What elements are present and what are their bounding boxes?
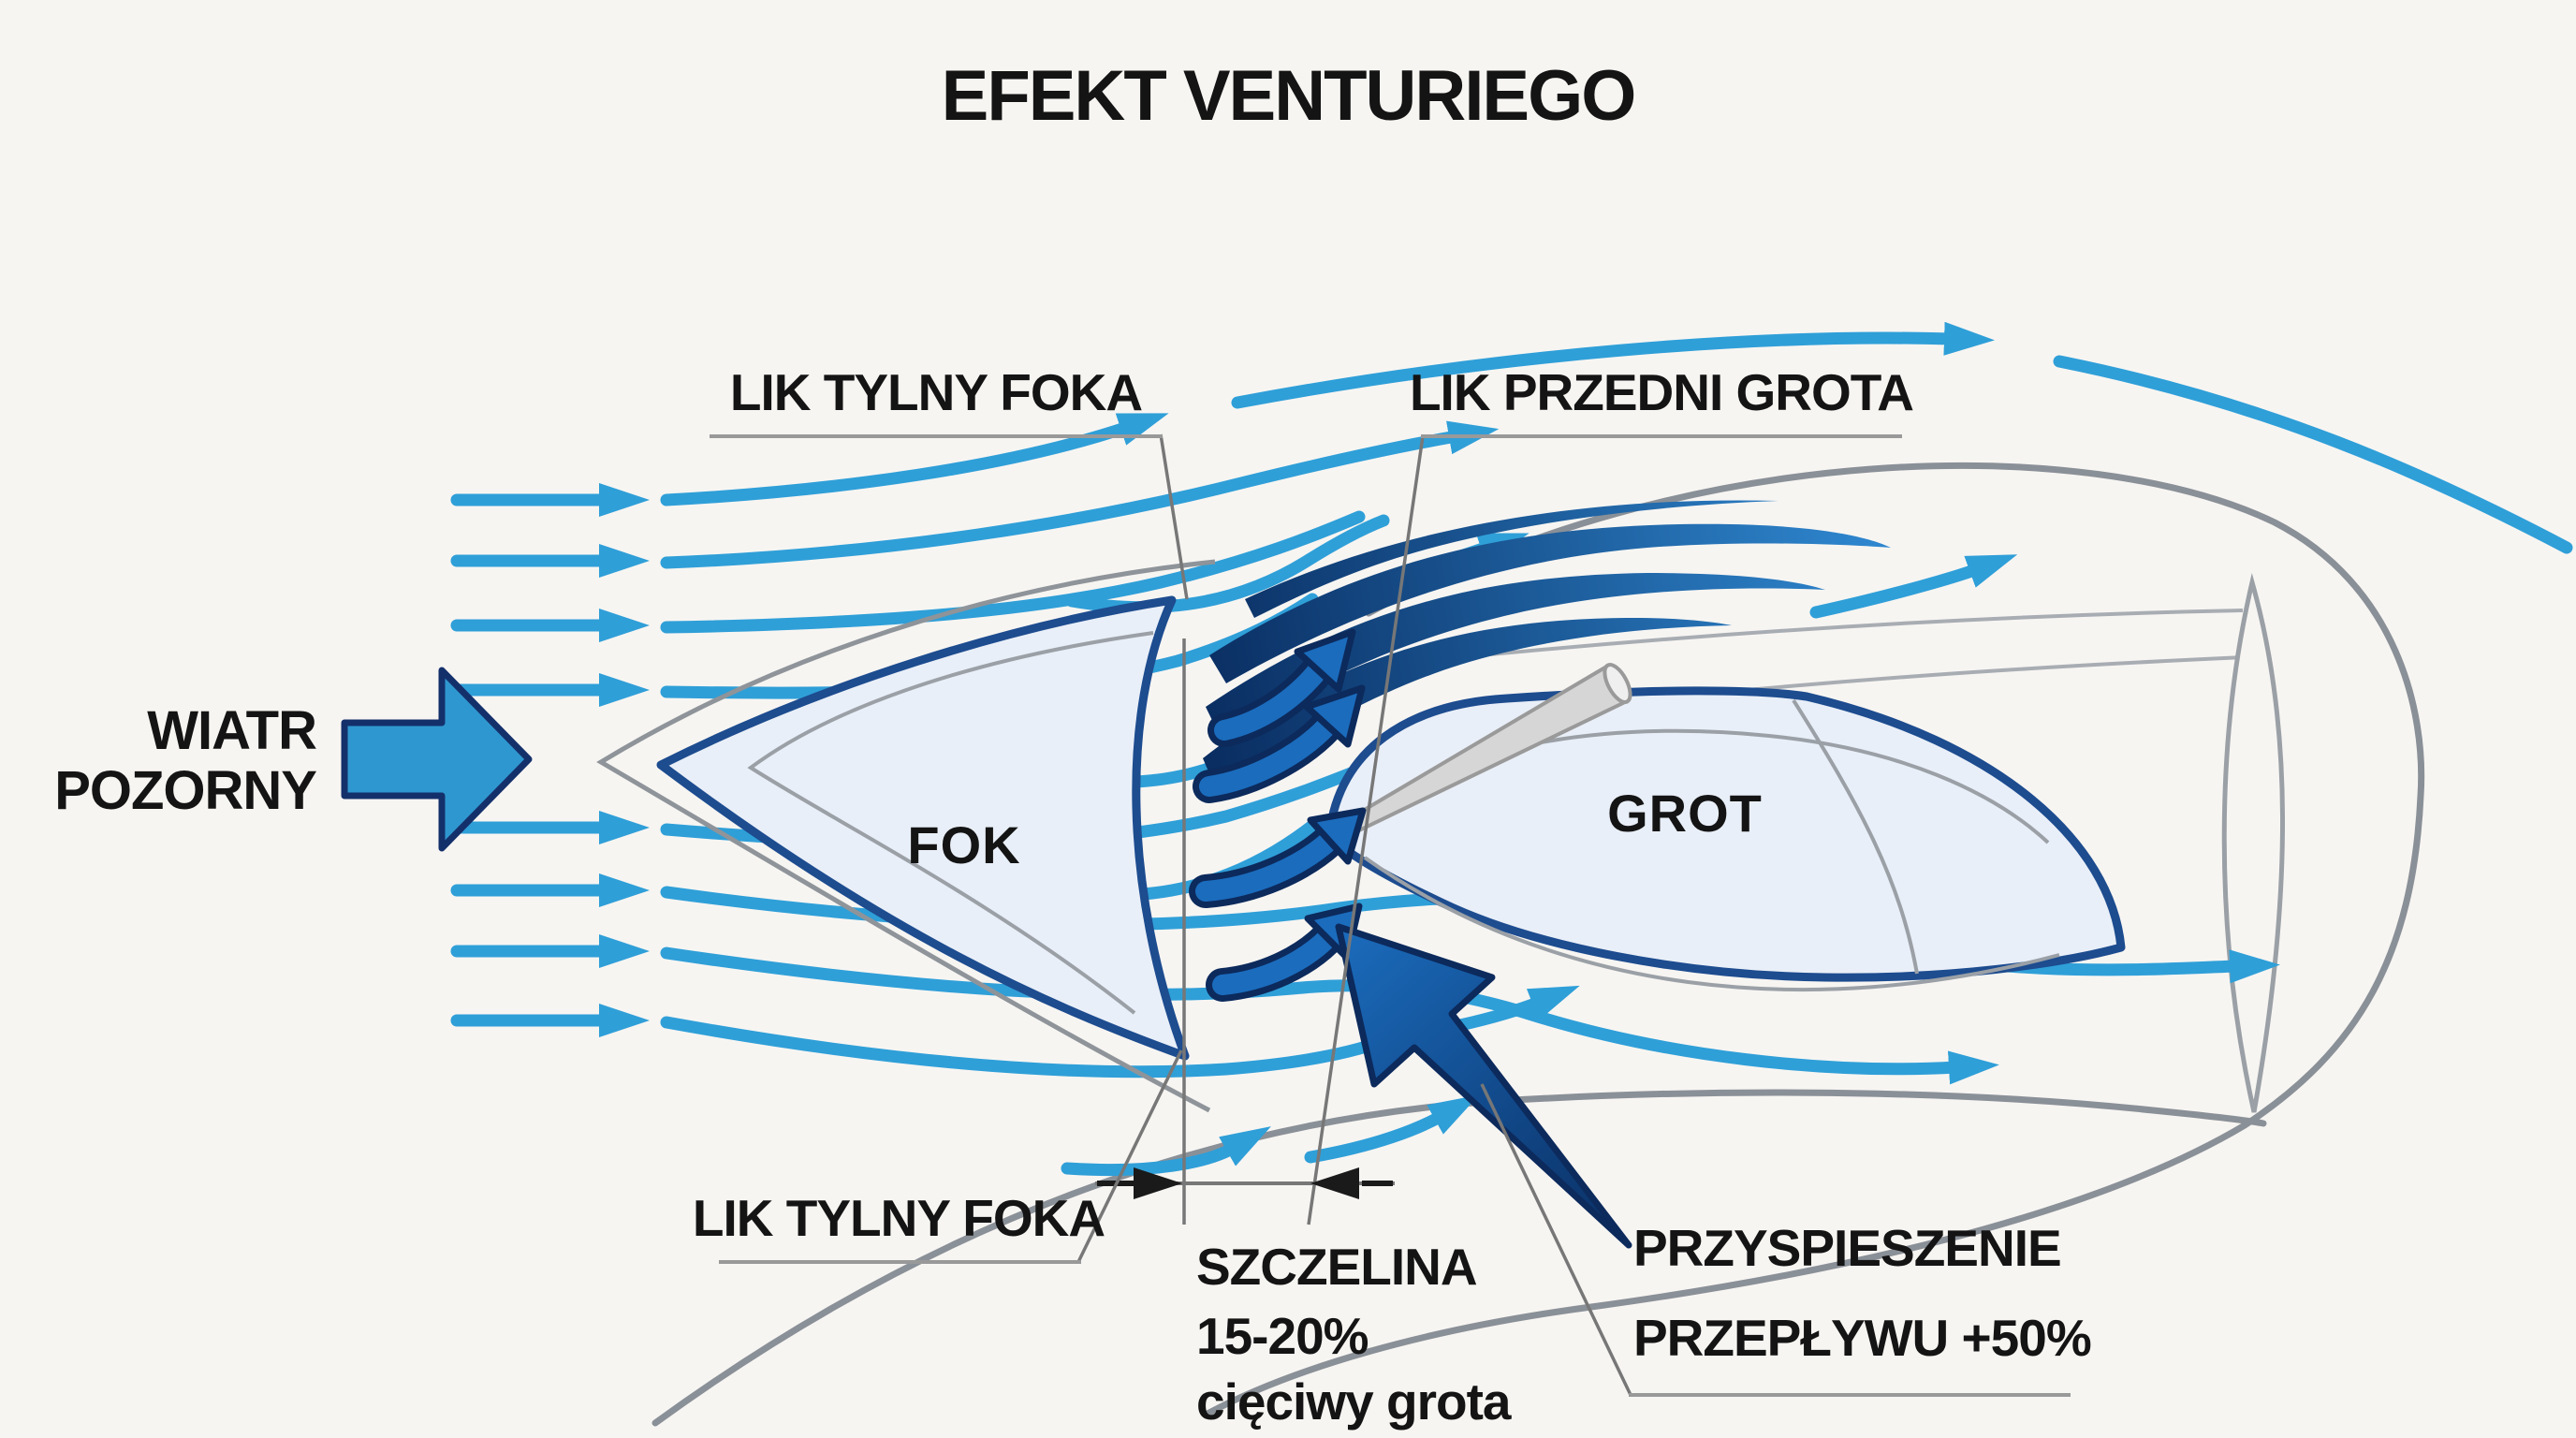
transom-lens [2221,573,2285,1113]
deck-line [1422,609,2244,663]
labels: EFEKT VENTURIEGO LIK TYLNY FOKA LIK PRZE… [54,56,2092,1431]
label-lik-przedni-grota: LIK PRZEDNI GROTA [1410,363,1913,421]
label-grot: GROT [1607,784,1763,843]
boat-hull-outline [651,462,2425,1427]
label-przyspieszenie: PRZYSPIESZENIE [1633,1219,2061,1277]
diagram-title: EFEKT VENTURIEGO [942,56,1635,136]
fok-sail-group [596,559,1216,1113]
dimension-arrow-right-icon [1134,1167,1182,1199]
label-fok: FOK [907,815,1020,874]
label-wiatr: WIATR [147,700,316,761]
dimension-arrow-left-icon [1310,1167,1359,1199]
label-pozorny: POZORNY [54,760,316,821]
label-szczelina-chord: cięciwy grota [1196,1372,1512,1431]
grot-luff-reference-line [1307,435,1425,1225]
label-lik-tylny-foka-top: LIK TYLNY FOKA [730,363,1143,421]
dimension-marker [1095,435,1425,1225]
label-lik-tylny-foka-bottom: LIK TYLNY FOKA [693,1189,1105,1247]
grot-camber-line [1792,698,1919,975]
apparent-wind-arrow [341,667,533,852]
label-przeplywu: PRZEPŁYWU +50% [1633,1309,2091,1367]
fok-outer-echo [596,559,1216,1113]
label-szczelina: SZCZELINA [1196,1238,1477,1296]
upper-flow-lines [660,321,2573,699]
grot-sail-group [1325,663,2126,992]
fok-sail [656,595,1190,1061]
incoming-flow-arrows [450,483,650,1037]
slot-flow-arrows [1189,628,1367,1002]
label-leaders [1076,433,1632,1396]
label-szczelina-percent: 15-20% [1196,1307,1368,1365]
grot-camber-line [1363,856,2060,992]
fok-inner-echo [747,631,1154,1015]
grot-sail [1325,686,2126,982]
